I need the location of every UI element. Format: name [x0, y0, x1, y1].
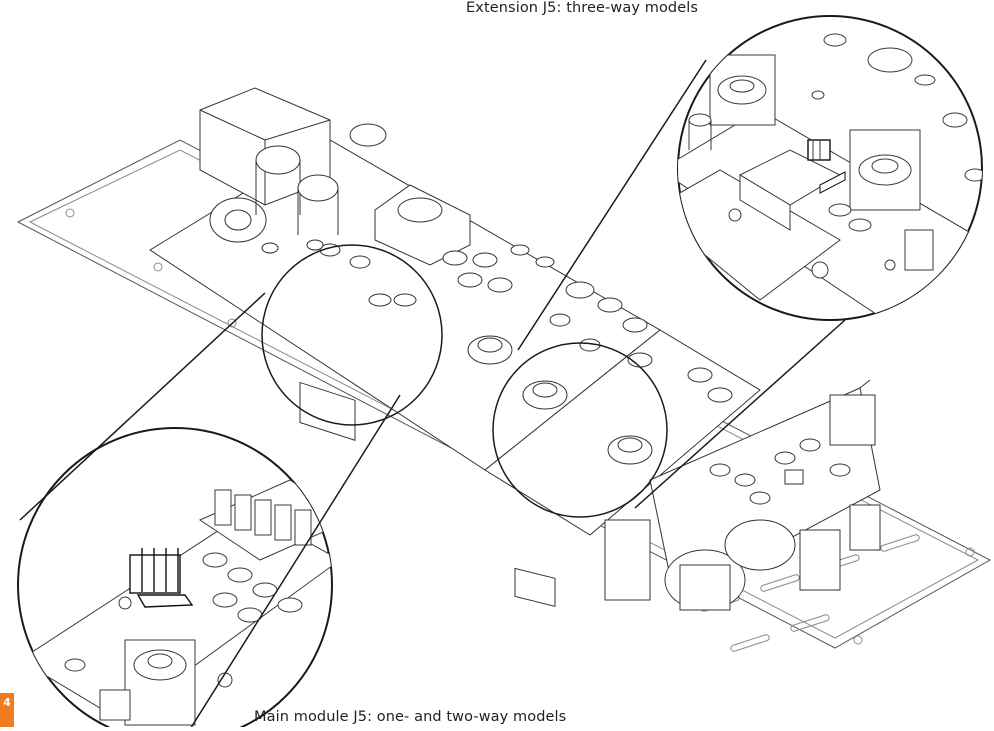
capacitor-bank [261, 239, 733, 403]
j5-jumper [129, 548, 194, 608]
extension-j5-caption: Extension J5: three-way models [466, 0, 699, 16]
main-module-j5-detail [17, 427, 333, 731]
page-tab: 4 [0, 693, 14, 727]
callout-circle-extension [492, 342, 668, 518]
callout-lines [19, 59, 846, 731]
leader-main-top [19, 292, 266, 521]
leader-main-bottom [188, 394, 401, 731]
main-pcb [149, 87, 761, 608]
pin-header [214, 489, 312, 546]
leader-ext-right [634, 319, 846, 509]
extension-j5-detail [677, 15, 983, 321]
main-module-j5-caption: Main module J5: one- and two-way models [254, 709, 567, 725]
amplifier-module [604, 379, 881, 611]
callout-circle-main [261, 244, 443, 426]
leader-ext-left [517, 59, 707, 351]
